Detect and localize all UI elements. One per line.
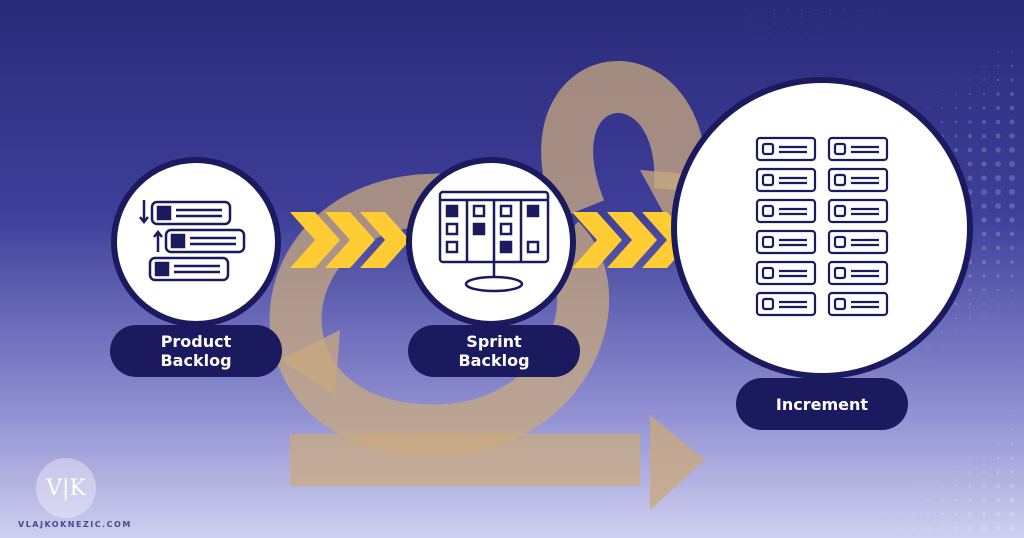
chevron-arrows-1: [290, 212, 410, 268]
product-backlog-label: Product Backlog: [110, 325, 282, 377]
vk-logo: V|K: [36, 458, 96, 518]
loop-arrowhead-bottom: [650, 415, 705, 510]
increment-label: Increment: [736, 378, 908, 430]
increment-blocks-icon: [755, 136, 889, 317]
sprint-board-icon: [438, 190, 550, 293]
increment-circle: [671, 77, 973, 379]
sprint-backlog-label: Sprint Backlog: [408, 325, 580, 377]
product-backlog-list-icon: [139, 200, 246, 282]
website-text: VLAJKOKNEZIC.COM: [18, 520, 132, 529]
loop-arrowhead-left: [280, 330, 340, 395]
